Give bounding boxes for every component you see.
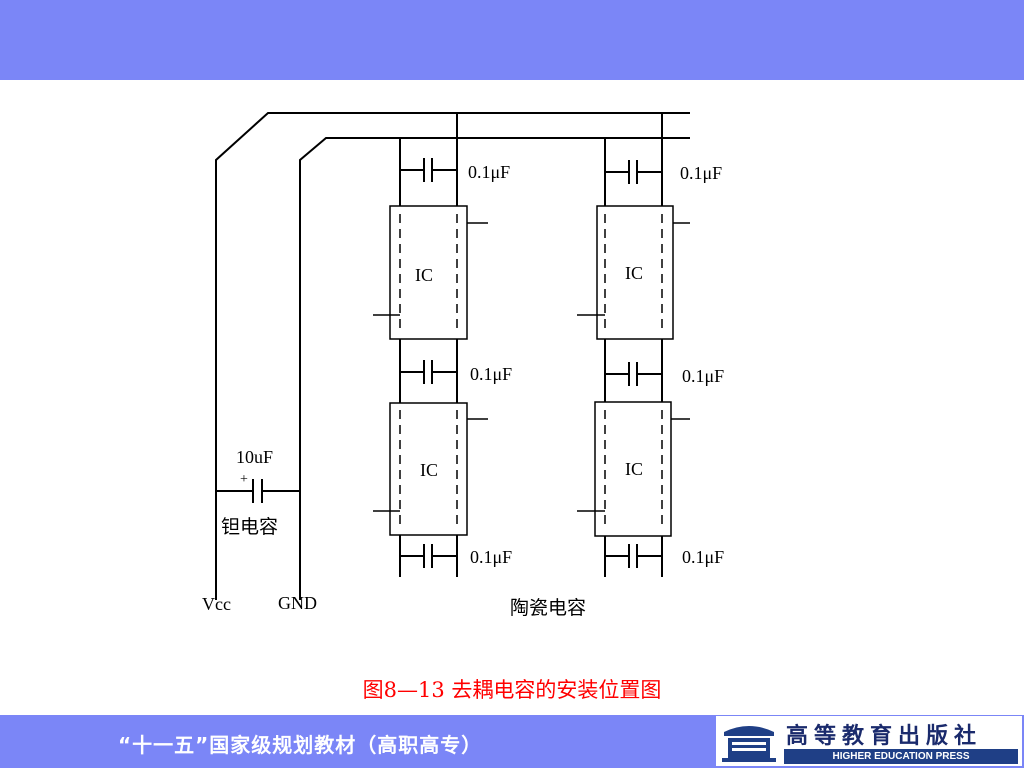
cap-label: 0.1μF [680,163,722,183]
gnd-label: GND [278,593,317,613]
tantalum-capacitor-label: 钽电容 [221,516,278,538]
tantalum-plus-sign: + [240,472,248,487]
publisher-name-en: HIGHER EDUCATION PRESS [784,749,1018,764]
figure-caption: 图8—13 去耦电容的安装位置图 [362,678,662,702]
tantalum-value-label: 10uF [236,447,273,467]
top-banner [0,0,1024,80]
cap-label: 0.1μF [682,366,724,386]
decoupling-circuit-diagram: 0.1μF 0.1μF 0.1μF 0.1μF 0.1μF 0.1μF IC I… [202,112,724,619]
vcc-label: Vcc [202,594,231,614]
cap-label: 0.1μF [470,364,512,384]
ic-label: IC [625,263,643,283]
cap-label: 0.1μF [470,547,512,567]
footer-banner: “十一五”国家级规划教材（高职高专） 高等教育出版社 HIGHER EDUCAT… [0,715,1024,768]
ceramic-capacitor-symbol [400,360,457,384]
ceramic-capacitor-symbol [605,362,662,386]
ceramic-capacitor-symbol [605,160,662,184]
ceramic-capacitor-symbol [605,544,662,568]
ic-chip [373,402,488,536]
ic-chip [373,205,488,340]
ceramic-capacitor-symbol [400,544,457,568]
ic-label: IC [420,460,438,480]
publisher-emblem-icon [722,726,776,762]
publisher-name-cn: 高等教育出版社 [786,724,983,749]
ceramic-capacitor-symbol [400,158,457,182]
tantalum-capacitor-symbol [216,479,300,503]
ic-chip [577,401,690,537]
ic-chip [577,205,690,340]
ceramic-capacitor-label: 陶瓷电容 [510,597,586,619]
cap-label: 0.1μF [468,162,510,182]
ic-label: IC [625,459,643,479]
gnd-rail [299,137,690,600]
vcc-rail [215,112,690,600]
series-title: “十一五”国家级规划教材（高职高专） [118,733,483,757]
cap-label: 0.1μF [682,547,724,567]
publisher-logo-block: 高等教育出版社 HIGHER EDUCATION PRESS [716,716,1022,766]
ic-label: IC [415,265,433,285]
